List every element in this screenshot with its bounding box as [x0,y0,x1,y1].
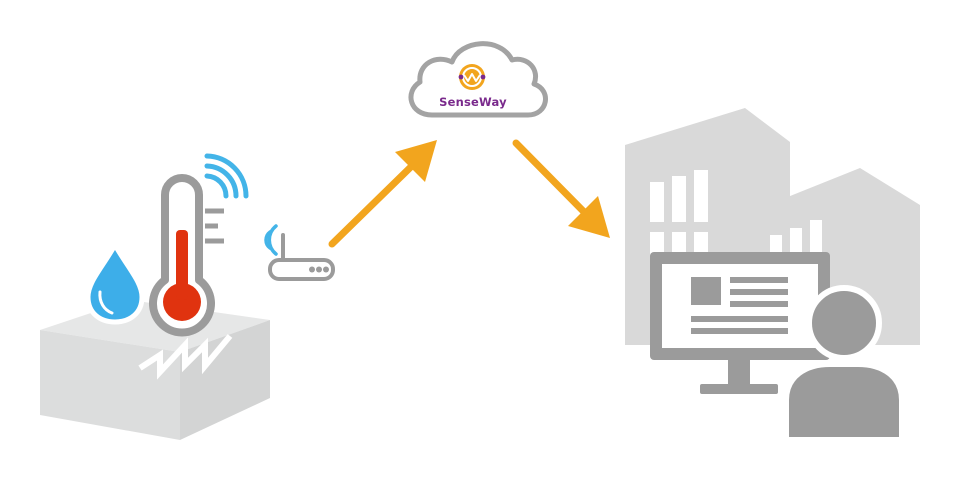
brand-name: SenseWay [439,95,507,109]
wifi-signal-icon [204,153,249,199]
arrow-up-right-icon [328,140,437,248]
arrow-down-right-icon [512,139,610,238]
router-icon [264,224,335,281]
senseway-logo-icon [458,64,486,90]
thermometer-icon [149,174,224,337]
computer-monitor-icon [650,252,830,394]
person-icon [783,285,905,443]
water-drop-icon [85,239,145,325]
